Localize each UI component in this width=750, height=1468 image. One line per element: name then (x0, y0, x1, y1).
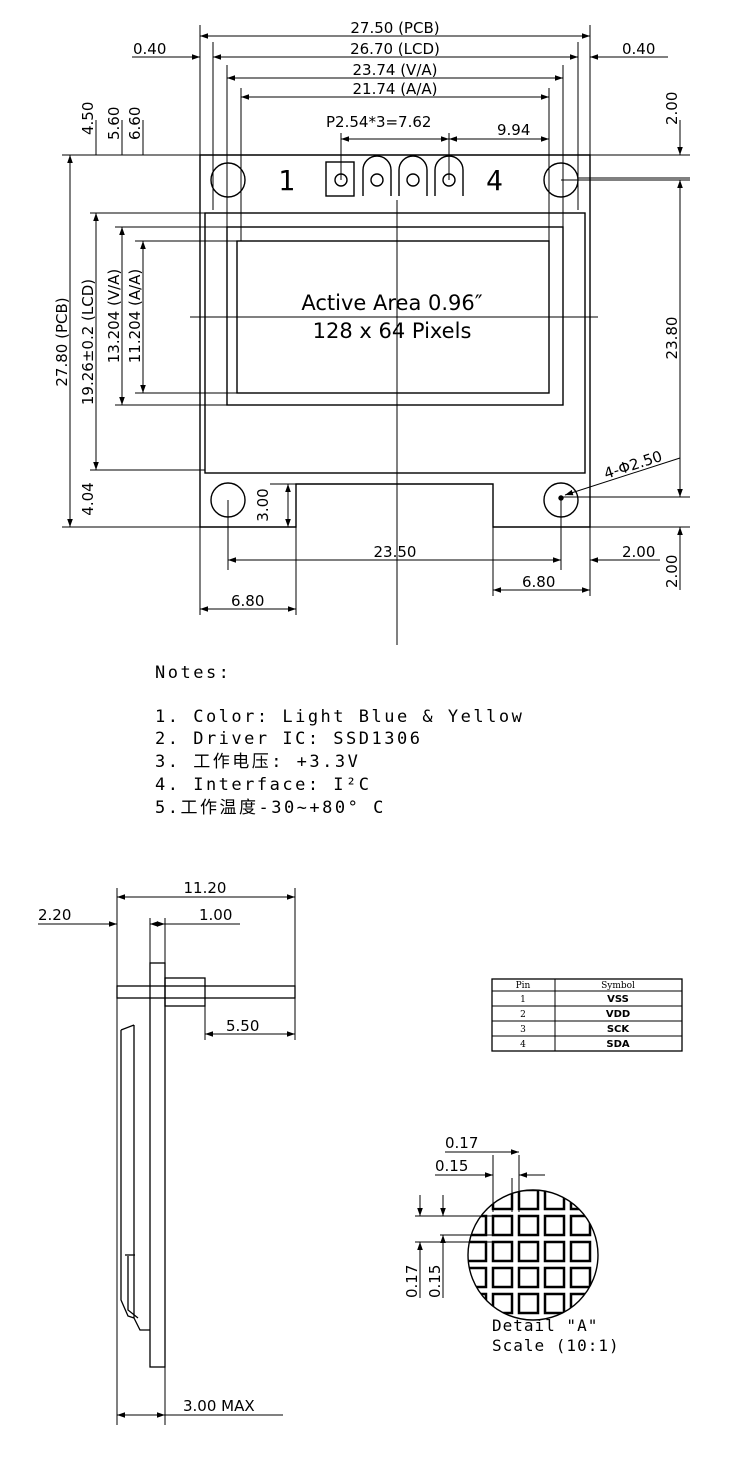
pin-4-label: 4 (486, 164, 503, 197)
dim-pixel-h: 0.15 (435, 1157, 468, 1175)
front-dims-top (132, 25, 690, 241)
note-item: 4. Interface: I²C (155, 775, 372, 795)
notes-title: Notes: (155, 663, 231, 683)
front-view (190, 154, 598, 645)
dim-pin-length: 5.50 (226, 1017, 259, 1035)
front-view-labels: 27.50 (PCB) 26.70 (LCD) 23.74 (V/A) 21.7… (53, 19, 681, 610)
side-display (120, 1024, 150, 1331)
detail-caption-2: Scale (10:1) (492, 1336, 620, 1355)
dim-pin-offset: 9.94 (497, 121, 530, 139)
dim-right-offset: 0.40 (622, 40, 655, 58)
dim-pitch-h: 0.17 (445, 1134, 478, 1152)
table-header-symbol: Symbol (601, 981, 635, 991)
front-dims-right-bottom (69, 179, 690, 615)
pin-2-pad (362, 155, 392, 196)
active-area-line1: Active Area 0.96″ (301, 291, 482, 315)
dim-total-depth: 11.20 (184, 879, 227, 897)
pin-1-pad (325, 161, 355, 197)
dim-lcd-width: 26.70 (LCD) (350, 40, 440, 58)
table-cell-symbol: VDD (606, 1009, 630, 1020)
side-header-pin (116, 985, 296, 999)
dim-4-04: 4.04 (79, 482, 97, 515)
dim-va-height: 13.204 (V/A) (105, 269, 123, 364)
table-cell-pin: 1 (520, 995, 526, 1005)
table-header-pin: Pin (516, 981, 531, 991)
dim-bottom-right-v: 2.00 (663, 555, 681, 588)
front-dims-left (62, 120, 237, 528)
note-item: 2. Driver IC: SSD1306 (155, 729, 422, 749)
mounting-hole (210, 162, 246, 198)
dim-aa-height: 11.204 (A/A) (126, 269, 144, 364)
table-cell-symbol: SCK (607, 1024, 631, 1035)
dim-max-height: 3.00 MAX (183, 1397, 255, 1415)
pin-3-pad (398, 155, 428, 196)
dim-5-60: 5.60 (105, 107, 123, 140)
active-area-line2: 128 x 64 Pixels (313, 319, 472, 343)
table-cell-symbol: VSS (607, 994, 629, 1005)
side-header-body (164, 977, 206, 1007)
dim-2-20: 2.20 (38, 906, 71, 924)
dim-hole-spacing-h: 23.50 (374, 543, 417, 561)
side-view-dims (38, 888, 296, 1425)
note-item: 1. Color: Light Blue & Yellow (155, 707, 524, 727)
dim-hole-dia: 4-Φ2.50 (602, 447, 665, 483)
dim-4-50: 4.50 (79, 102, 97, 135)
dim-pixel-v: 0.15 (426, 1265, 444, 1298)
dim-pitch-v: 0.17 (403, 1265, 421, 1298)
dim-top-right: 2.00 (663, 92, 681, 125)
pin-1-label: 1 (278, 164, 295, 197)
dim-pcb-width: 27.50 (PCB) (350, 19, 439, 37)
dim-va-width: 23.74 (V/A) (353, 61, 438, 79)
dim-notch-right: 6.80 (522, 573, 555, 591)
dim-notch-depth: 3.00 (254, 488, 272, 521)
side-view (116, 962, 296, 1368)
side-pcb (149, 962, 166, 1368)
dim-pcb-height: 27.80 (PCB) (53, 297, 71, 386)
viewing-area (226, 226, 564, 406)
table-cell-pin: 2 (520, 1010, 526, 1020)
dim-aa-width: 21.74 (A/A) (353, 80, 438, 98)
pin-table: Pin Symbol 1 VSS 2 VDD 3 SCK 4 SDA (491, 978, 683, 1052)
dim-left-offset: 0.40 (133, 40, 166, 58)
table-cell-pin: 4 (520, 1040, 526, 1050)
dim-notch-left: 6.80 (231, 592, 264, 610)
dim-pin-pitch: P2.54*3=7.62 (326, 113, 431, 131)
table-cell-symbol: SDA (606, 1039, 630, 1050)
lcd-glass (204, 212, 586, 474)
note-item: 3. 工作电压: +3.3V (155, 752, 360, 772)
dim-lcd-height: 19.26±0.2 (LCD) (79, 279, 97, 405)
note-item: 5.工作温度-30~+80° C (155, 798, 386, 818)
dim-hole-spacing-v: 23.80 (663, 317, 681, 360)
dim-bottom-right-h: 2.00 (622, 543, 655, 561)
notes: Notes: 1. Color: Light Blue & Yellow 2. … (155, 663, 524, 818)
dim-1-00: 1.00 (199, 906, 232, 924)
table-cell-pin: 3 (520, 1025, 526, 1035)
detail-caption-1: Detail "A" (492, 1316, 598, 1335)
side-view-labels: 11.20 2.20 1.00 5.50 3.00 MAX (38, 879, 259, 1415)
pcb-outline (199, 154, 591, 528)
detail-a: 0.17 0.15 0.17 0.15 Detail "A" Scale (10… (403, 1134, 620, 1355)
dim-6-60: 6.60 (126, 107, 144, 140)
